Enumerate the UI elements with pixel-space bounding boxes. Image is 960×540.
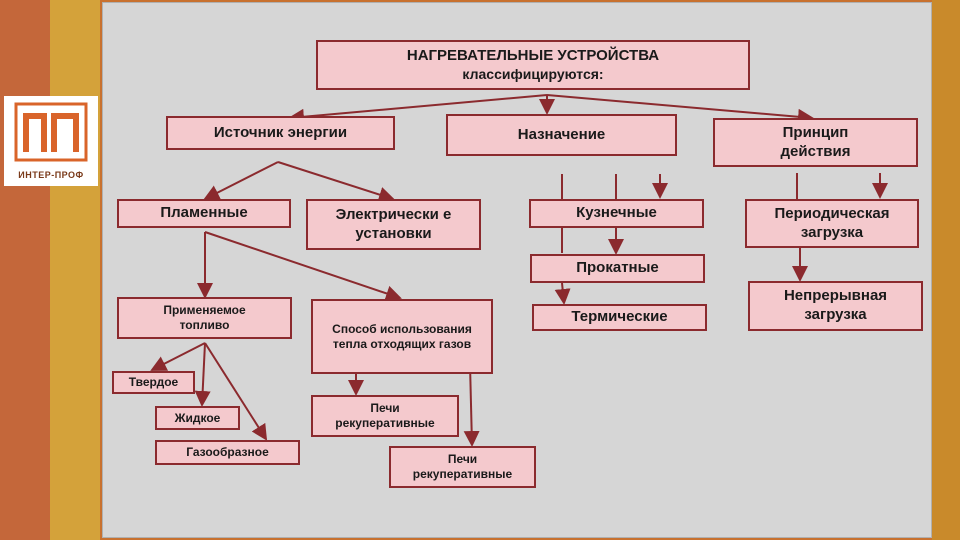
node-continuous-label: Непрерывная загрузка	[783, 287, 888, 323]
node-liquid-fuel: Жидкое	[155, 406, 240, 430]
node-flame: Пламенные	[117, 199, 291, 228]
node-periodic-label: Периодическая загрузка	[774, 204, 890, 241]
category-purpose: Назначение	[446, 114, 677, 156]
node-electric: Электрически е установки	[306, 199, 481, 250]
logo-mark-icon	[14, 102, 88, 162]
logo-text: ИНТЕР-ПРОФ	[18, 170, 84, 180]
right-decor-band	[932, 0, 960, 540]
node-rolling-label: Прокатные	[576, 259, 659, 277]
left-decor-band	[0, 0, 50, 540]
logo: ИНТЕР-ПРОФ	[4, 96, 98, 186]
category-energy-label: Источник энергии	[213, 123, 348, 141]
node-waste-heat-label: Способ использования тепла отходящих газ…	[332, 321, 472, 351]
node-thermal-label: Термические	[571, 308, 668, 326]
node-solid-fuel: Твердое	[112, 371, 195, 394]
node-gas-fuel: Газообразное	[155, 440, 300, 465]
node-recuperative-1-label: Печи рекуперативные	[335, 401, 435, 430]
node-liquid-fuel-label: Жидкое	[174, 410, 221, 425]
root-subtitle: классифицируются:	[462, 65, 604, 82]
category-energy-source: Источник энергии	[166, 116, 395, 150]
node-fuel-label: Применяемое топливо	[163, 303, 246, 332]
node-solid-fuel-label: Твердое	[128, 375, 179, 389]
node-rolling: Прокатные	[530, 254, 705, 283]
category-principle-label: Принцип действия	[780, 123, 851, 160]
gold-decor-band	[50, 0, 100, 540]
node-recuperative-2-label: Печи рекуперативные	[412, 452, 513, 481]
node-gas-fuel-label: Газообразное	[186, 445, 269, 459]
node-flame-label: Пламенные	[160, 204, 248, 222]
node-continuous: Непрерывная загрузка	[748, 281, 923, 331]
root-node: НАГРЕВАТЕЛЬНЫЕ УСТРОЙСТВА классифицируют…	[316, 40, 750, 90]
category-purpose-label: Назначение	[517, 125, 606, 143]
node-electric-label: Электрически е установки	[335, 205, 452, 242]
node-waste-heat: Способ использования тепла отходящих газ…	[311, 299, 493, 374]
node-forge-label: Кузнечные	[576, 204, 657, 222]
node-fuel: Применяемое топливо	[117, 297, 292, 339]
node-thermal: Термические	[532, 304, 707, 331]
node-recuperative-1: Печи рекуперативные	[311, 395, 459, 437]
category-principle: Принцип действия	[713, 118, 918, 167]
root-title: НАГРЕВАТЕЛЬНЫЕ УСТРОЙСТВА	[406, 46, 660, 64]
node-periodic: Периодическая загрузка	[745, 199, 919, 248]
node-recuperative-2: Печи рекуперативные	[389, 446, 536, 488]
node-forge: Кузнечные	[529, 199, 704, 228]
